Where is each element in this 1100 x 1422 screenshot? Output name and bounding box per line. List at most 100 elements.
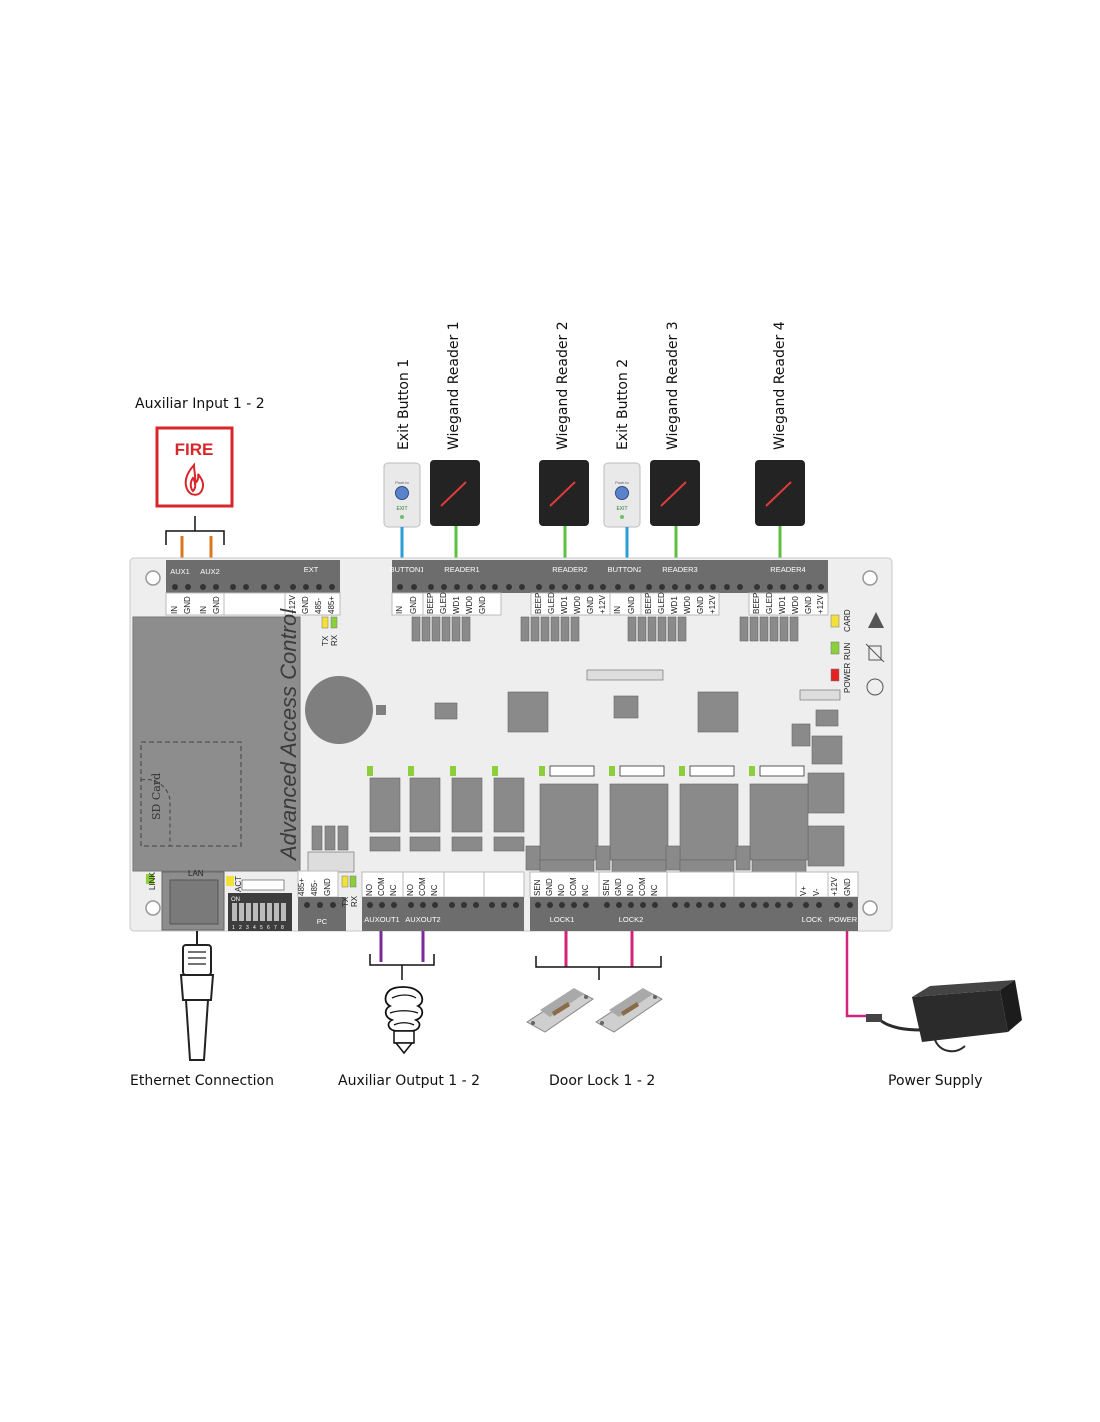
svg-text:GND: GND <box>627 596 636 614</box>
reader-devices <box>430 460 805 526</box>
svg-text:READER4: READER4 <box>770 565 805 574</box>
svg-text:+12V: +12V <box>816 594 825 614</box>
top-terminals: AUX1 AUX2 EXT BUTTON1 READER1 READER2 BU… <box>166 560 828 593</box>
svg-text:EXT: EXT <box>304 565 319 574</box>
card-led <box>830 614 840 628</box>
door-strike-2-icon <box>595 988 663 1033</box>
svg-text:COM: COM <box>638 877 647 896</box>
power-led <box>830 668 840 682</box>
svg-text:AUXOUT1: AUXOUT1 <box>364 915 399 924</box>
door-strike-1-icon <box>526 988 594 1033</box>
svg-text:AUXOUT2: AUXOUT2 <box>405 915 440 924</box>
svg-text:BUTTON1: BUTTON1 <box>390 565 425 574</box>
svg-text:RX: RX <box>330 634 339 646</box>
svg-text:GND: GND <box>545 878 554 896</box>
svg-text:GND: GND <box>409 596 418 614</box>
bin-icon <box>868 645 882 661</box>
svg-text:EXIT: EXIT <box>616 506 627 512</box>
light-bulb-icon <box>384 986 424 1055</box>
svg-text:AUX1: AUX1 <box>170 567 190 576</box>
warning-icon <box>868 612 884 628</box>
svg-text:NO: NO <box>557 884 566 896</box>
svg-text:WD1: WD1 <box>452 596 461 614</box>
svg-text:GND: GND <box>301 596 310 614</box>
svg-text:GND: GND <box>323 878 332 896</box>
svg-text:GND: GND <box>843 878 852 896</box>
svg-text:RUN: RUN <box>843 642 852 660</box>
svg-text:COM: COM <box>418 877 427 896</box>
svg-text:485-: 485- <box>314 598 323 614</box>
svg-text:NO: NO <box>626 884 635 896</box>
svg-text:READER3: READER3 <box>662 565 697 574</box>
recycle-icon <box>866 678 884 696</box>
svg-text:ON: ON <box>231 897 240 903</box>
svg-text:1: 1 <box>232 925 235 931</box>
svg-text:LOCK2: LOCK2 <box>619 915 644 924</box>
svg-text:GLED: GLED <box>765 592 774 614</box>
power-wire <box>845 931 880 1018</box>
svg-text:V+: V+ <box>799 886 808 896</box>
svg-text:BUTTON2: BUTTON2 <box>608 565 643 574</box>
svg-text:WD0: WD0 <box>791 596 800 614</box>
svg-text:WD0: WD0 <box>573 596 582 614</box>
svg-text:8: 8 <box>281 925 284 931</box>
power-supply-label: Power Supply <box>888 1073 983 1089</box>
svg-text:GND: GND <box>696 596 705 614</box>
svg-text:TX: TX <box>341 896 350 907</box>
svg-text:GND: GND <box>478 596 487 614</box>
relay-leds <box>367 766 755 776</box>
door-lock-label: Door Lock 1 - 2 <box>549 1073 655 1089</box>
svg-text:NC: NC <box>430 884 439 896</box>
svg-text:GND: GND <box>212 596 221 614</box>
svg-text:SEN: SEN <box>533 879 542 896</box>
wiegand-reader-4 <box>755 460 805 526</box>
fire-text: FIRE <box>175 440 214 459</box>
svg-text:NO: NO <box>365 884 374 896</box>
svg-text:READER2: READER2 <box>552 565 587 574</box>
brand-label: Advanced Access Control <box>276 608 301 862</box>
svg-text:TX: TX <box>321 635 330 646</box>
wiegand-reader-3 <box>650 460 700 526</box>
svg-text:+12V: +12V <box>598 594 607 614</box>
svg-text:+12V: +12V <box>830 876 839 896</box>
power-adapter-icon <box>866 980 1022 1053</box>
exit-button-2: Push to EXIT <box>603 462 641 528</box>
svg-text:2: 2 <box>239 925 242 931</box>
svg-text:3: 3 <box>246 925 249 931</box>
svg-text:+12V: +12V <box>708 594 717 614</box>
svg-text:IN: IN <box>170 606 179 614</box>
svg-text:GND: GND <box>183 596 192 614</box>
sd-card-label: SD Card <box>150 773 163 820</box>
device-labels: Exit Button 1 Wiegand Reader 1 Wiegand R… <box>396 321 788 450</box>
top-pin-labels: IN GND IN GND +12V GND 485- 485+ IN GND … <box>165 592 829 616</box>
svg-text:PC: PC <box>317 917 328 926</box>
wiegand-reader-1-label: Wiegand Reader 1 <box>446 321 462 450</box>
flame-icon <box>184 462 205 496</box>
svg-text:V-: V- <box>812 888 821 896</box>
svg-text:GLED: GLED <box>657 592 666 614</box>
battery-icon <box>305 676 373 744</box>
svg-text:IN: IN <box>613 606 622 614</box>
svg-text:RX: RX <box>350 895 359 907</box>
aux-input-label: Auxiliar Input 1 - 2 <box>135 396 265 412</box>
ethernet-plug-icon <box>179 931 215 1061</box>
svg-text:GND: GND <box>586 596 595 614</box>
svg-text:4: 4 <box>253 925 256 931</box>
svg-text:POWER: POWER <box>829 915 858 924</box>
svg-text:ACT: ACT <box>234 876 243 892</box>
svg-text:+12V: +12V <box>288 594 297 614</box>
svg-text:NC: NC <box>581 884 590 896</box>
exit-button-2-label: Exit Button 2 <box>615 359 631 450</box>
wiegand-reader-4-label: Wiegand Reader 4 <box>772 321 788 450</box>
svg-text:7: 7 <box>274 925 277 931</box>
ethernet-label: Ethernet Connection <box>130 1073 274 1089</box>
svg-text:GND: GND <box>804 596 813 614</box>
svg-text:AUX2: AUX2 <box>200 567 220 576</box>
svg-text:Push to: Push to <box>395 480 409 485</box>
aux-output-label: Auxiliar Output 1 - 2 <box>338 1073 480 1089</box>
svg-text:GND: GND <box>614 878 623 896</box>
svg-text:READER1: READER1 <box>444 565 479 574</box>
svg-text:Push to: Push to <box>615 480 629 485</box>
